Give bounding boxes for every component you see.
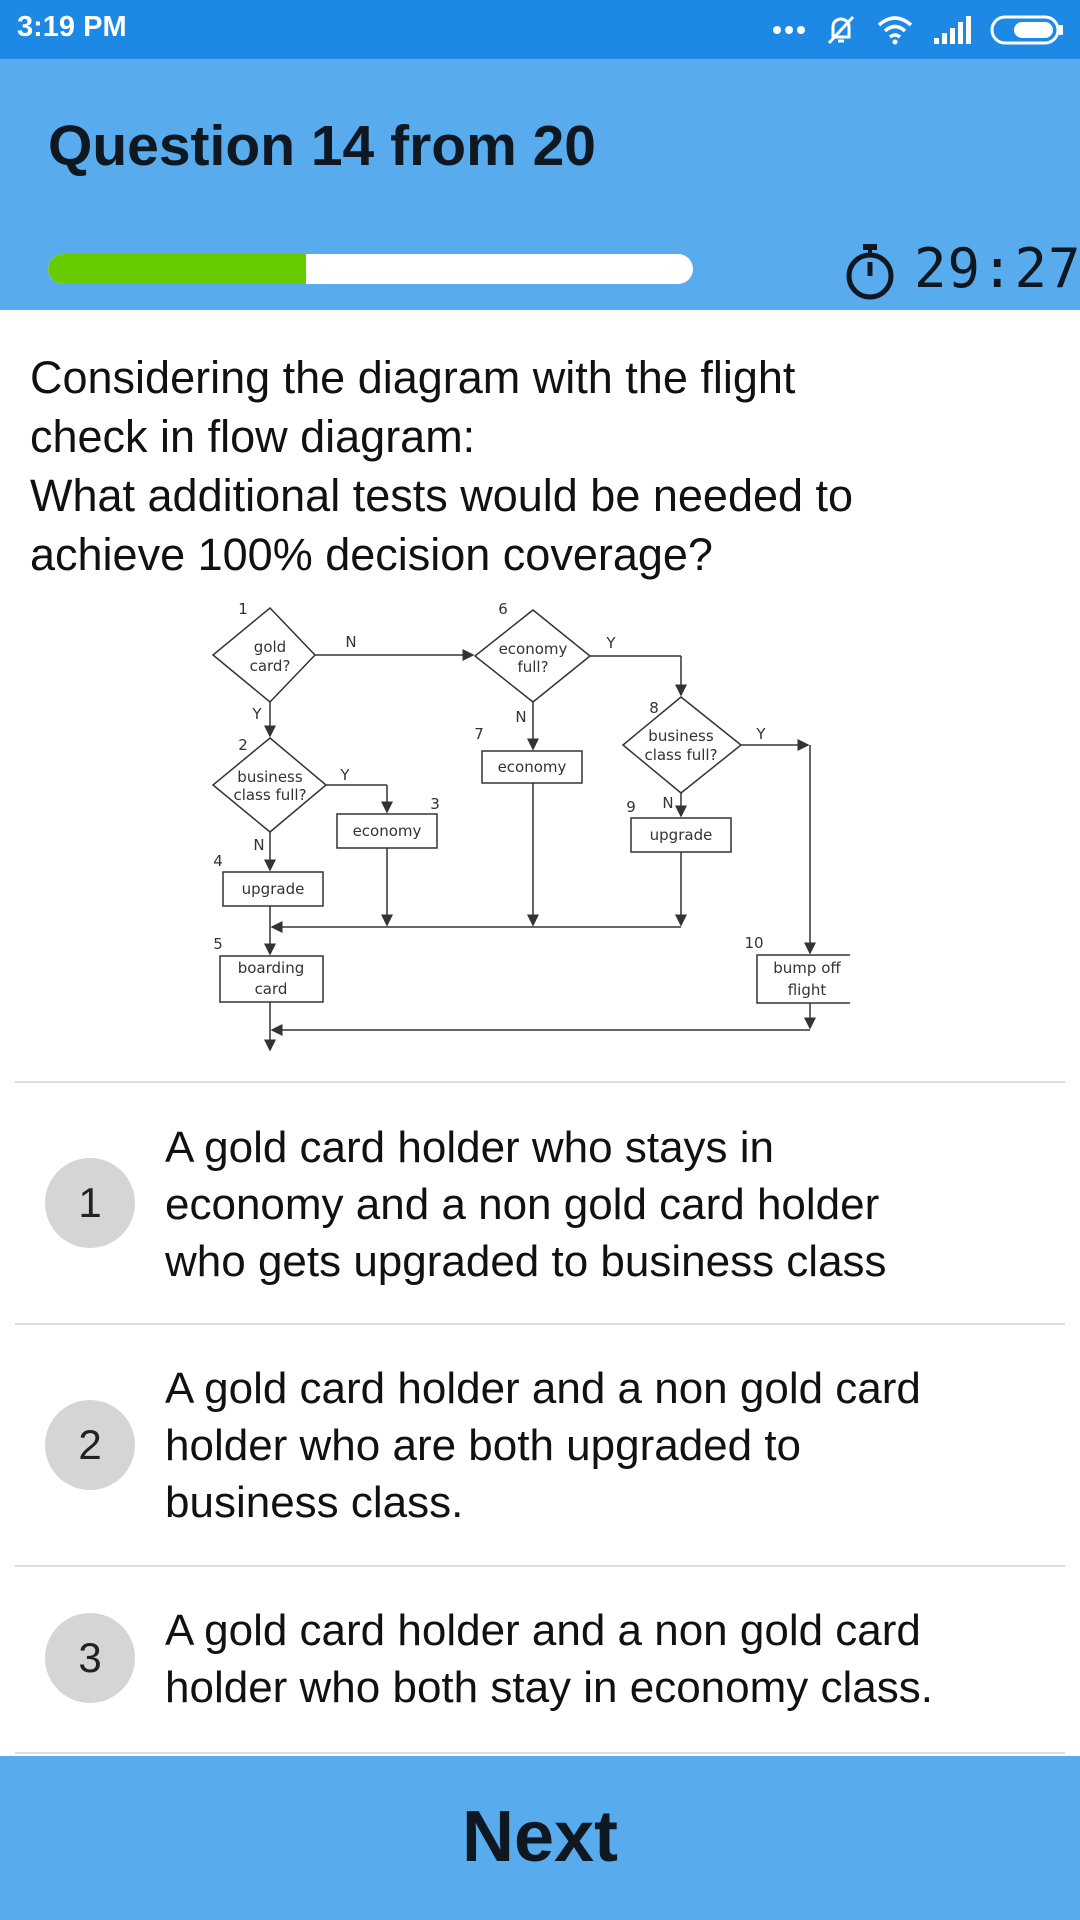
node-number: 2 xyxy=(238,736,248,754)
question-text: Considering the diagram with the flight … xyxy=(30,348,1040,584)
question-line: achieve 100% decision coverage? xyxy=(30,529,713,580)
box-boarding-card xyxy=(219,955,324,1003)
option-number-badge: 3 xyxy=(45,1613,135,1703)
no-label: N xyxy=(253,836,264,854)
option-line: who gets upgraded to business class xyxy=(165,1237,887,1286)
box-upgrade-4-label: upgrade xyxy=(242,880,305,898)
node-number: 7 xyxy=(474,725,484,743)
box-boarding-card-line: boarding xyxy=(238,959,305,977)
box-bump-off-line: flight xyxy=(788,981,827,999)
signal-icon xyxy=(934,16,971,44)
option-text: A gold card holder and a non gold card h… xyxy=(165,1360,1045,1531)
box-bump-off-line: bump off xyxy=(773,959,841,977)
progress-fill xyxy=(48,254,306,284)
yes-label: Y xyxy=(251,705,262,723)
node-number: 10 xyxy=(744,934,763,952)
answer-option-1[interactable]: 1 A gold card holder who stays in econom… xyxy=(0,1083,1080,1323)
box-economy-3-label: economy xyxy=(353,822,422,840)
next-button[interactable]: Next xyxy=(0,1756,1080,1920)
option-line: economy and a non gold card holder xyxy=(165,1180,880,1229)
node-number: 5 xyxy=(213,935,223,953)
question-line: check in flow diagram: xyxy=(30,411,476,462)
yes-label: Y xyxy=(755,725,766,743)
decision-business-full-2-line: business xyxy=(648,727,714,745)
option-line: holder who are both upgraded to xyxy=(165,1421,802,1470)
progress-bar xyxy=(48,254,693,284)
decision-economy-full-line: economy xyxy=(499,640,568,658)
stopwatch-icon xyxy=(846,244,894,300)
decision-business-full-2 xyxy=(621,696,743,794)
option-line: business class. xyxy=(165,1478,464,1527)
node-number: 4 xyxy=(213,852,223,870)
divider xyxy=(15,1323,1065,1325)
decision-gold-card-line: card? xyxy=(250,657,291,675)
status-icons xyxy=(772,10,1064,50)
decision-gold-card-line: gold xyxy=(254,638,286,656)
node-number: 1 xyxy=(238,600,248,618)
status-bar: 3:19 PM xyxy=(0,0,1080,59)
page-title: Question 14 from 20 xyxy=(48,114,596,178)
no-label: N xyxy=(515,708,526,726)
question-line: What additional tests would be needed to xyxy=(30,470,854,521)
option-line: A gold card holder and a non gold card xyxy=(165,1606,921,1655)
node-number: 3 xyxy=(430,795,440,813)
box-upgrade-4 xyxy=(222,871,324,907)
next-button-label: Next xyxy=(461,1797,619,1877)
option-number-badge: 1 xyxy=(45,1158,135,1248)
no-label: N xyxy=(662,794,673,812)
option-line: A gold card holder who stays in xyxy=(165,1123,775,1172)
option-text: A gold card holder and a non gold card h… xyxy=(165,1602,1045,1716)
option-number-badge: 2 xyxy=(45,1400,135,1490)
node-number: 6 xyxy=(498,600,508,618)
divider xyxy=(15,1752,1065,1754)
question-line: Considering the diagram with the flight xyxy=(30,352,796,403)
node-number: 9 xyxy=(626,798,636,816)
box-boarding-card-line: card xyxy=(255,980,288,998)
decision-business-full-1-line: class full? xyxy=(233,786,306,804)
node-number: 8 xyxy=(649,699,659,717)
yes-label: Y xyxy=(339,766,350,784)
status-time: 3:19 PM xyxy=(17,11,127,43)
yes-label: Y xyxy=(605,634,616,652)
option-line: holder who both stay in economy class. xyxy=(165,1663,933,1712)
decision-business-full-1-line: business xyxy=(237,768,303,786)
decision-economy-full-line: full? xyxy=(517,658,548,676)
decision-business-full-2-line: class full? xyxy=(644,746,717,764)
divider xyxy=(15,1565,1065,1567)
wifi-icon xyxy=(877,16,913,45)
battery-icon xyxy=(990,15,1063,45)
box-economy-7-label: economy xyxy=(498,758,567,776)
box-economy-7 xyxy=(481,750,583,784)
flight-checkin-flow-diagram: gold card? business class full? economy … xyxy=(211,600,850,1052)
no-label: N xyxy=(345,633,356,651)
box-upgrade-9-label: upgrade xyxy=(650,826,713,844)
answer-option-2[interactable]: 2 A gold card holder and a non gold card… xyxy=(0,1325,1080,1565)
quiz-header: Question 14 from 20 29:27 xyxy=(0,59,1080,310)
option-line: A gold card holder and a non gold card xyxy=(165,1364,921,1413)
option-text: A gold card holder who stays in economy … xyxy=(165,1119,1045,1290)
more-dots-icon xyxy=(773,26,805,34)
mute-icon xyxy=(827,15,855,45)
box-bump-off xyxy=(756,954,850,1004)
divider xyxy=(15,1081,1065,1083)
timer-value: 29:27 xyxy=(914,237,1080,300)
answer-option-3[interactable]: 3 A gold card holder and a non gold card… xyxy=(0,1567,1080,1752)
